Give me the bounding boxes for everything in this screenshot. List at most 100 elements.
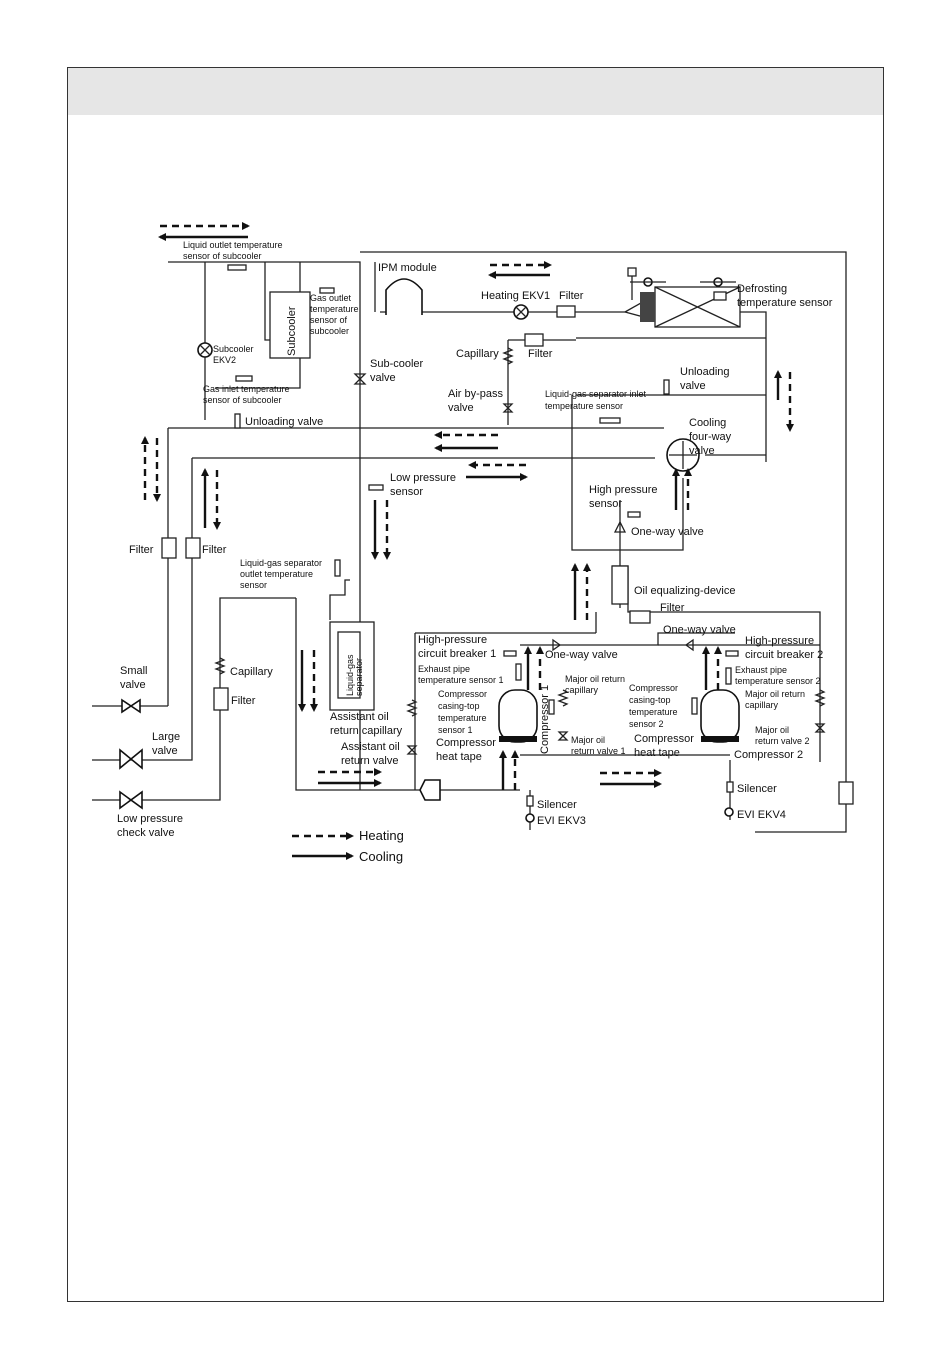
pipework xyxy=(92,251,847,833)
assistant-cap-label-1: Assistant oil xyxy=(330,711,389,723)
low-pressure-sensor-label-1: Low pressure xyxy=(390,472,456,484)
heating-ekv1-label: Heating EKV1 xyxy=(481,290,550,302)
compressor2-shape xyxy=(700,689,740,743)
large-valve-label-1: Large xyxy=(152,731,180,743)
major-oil-cap2-label-2: capillary xyxy=(745,700,779,710)
condenser-shape xyxy=(624,267,741,328)
lgs-outlet-sensor-shape xyxy=(334,559,341,577)
flow-arrows xyxy=(141,222,794,790)
cooling-four-way-label-3: valve xyxy=(689,445,715,457)
filter-left1-shape xyxy=(161,537,177,559)
capillary-top-label: Capillary xyxy=(456,348,499,360)
casing-top1-shape xyxy=(548,699,555,715)
one-way-valve-mid-shape xyxy=(684,638,694,652)
one-way-valve-mid-label: One-way valve xyxy=(663,624,736,636)
assistant-valve-shape xyxy=(406,745,418,755)
header-band xyxy=(68,68,883,115)
gas-outlet-sensor-label-2: temperature xyxy=(310,304,359,314)
compressor2-label: Compressor 2 xyxy=(734,749,803,761)
major-oil-cap2-label-1: Major oil return xyxy=(745,689,805,699)
one-way-valve-low-label: One-way valve xyxy=(545,649,618,661)
suction-connector-shape xyxy=(419,779,441,801)
filter-left2-label: Filter xyxy=(202,544,227,556)
lgs-outlet-sensor-label-1: Liquid-gas separator xyxy=(240,558,322,568)
gas-inlet-sensor-label-1: Gas inlet temperature xyxy=(203,384,290,394)
unloading-valve-right-label-2: valve xyxy=(680,380,706,392)
silencer1-label: Silencer xyxy=(537,799,577,811)
low-pressure-check-label-1: Low pressure xyxy=(117,813,183,825)
assistant-valve-label-1: Assistant oil xyxy=(341,741,400,753)
legend-heating-label: Heating xyxy=(359,828,404,843)
hp-breaker2-label-1: High-pressure xyxy=(745,635,814,647)
unloading-valve-left-label: Unloading valve xyxy=(245,416,323,428)
filter-oil-label: Filter xyxy=(660,602,685,614)
unloading-valve-right-shape xyxy=(663,379,670,395)
casing-top1-label-2: casing-top xyxy=(438,701,480,711)
air-bypass-label-2: valve xyxy=(448,402,474,414)
legend-cooling-label: Cooling xyxy=(359,849,403,864)
evi-ekv4-shape xyxy=(724,807,734,817)
lgs-inlet-sensor-shape xyxy=(599,417,621,424)
one-way-valve-top-shape xyxy=(613,520,627,533)
capillary-top-coil xyxy=(502,347,514,365)
one-way-valve-low-shape xyxy=(552,638,562,652)
exhaust2-label-1: Exhaust pipe xyxy=(735,665,787,675)
gas-outlet-sensor-label-3: sensor of xyxy=(310,315,348,325)
major-oil-valve1-label-1: Major oil xyxy=(571,735,605,745)
subcooler-ekv2-valve xyxy=(197,342,213,358)
gas-inlet-sensor-shape xyxy=(235,375,253,382)
liquid-gas-separator-label-2: separator xyxy=(354,658,364,696)
liquid-outlet-sensor-label-1: Liquid outlet temperature xyxy=(183,240,283,250)
exhaust1-label-1: Exhaust pipe xyxy=(418,664,470,674)
air-bypass-valve-shape xyxy=(502,403,514,413)
diagram-labels: Liquid outlet temperature sensor of subc… xyxy=(117,240,833,839)
oil-equalizing-shape xyxy=(611,565,629,605)
lgs-inlet-sensor-label-2: temperature sensor xyxy=(545,401,623,411)
filter-left2-shape xyxy=(185,537,201,559)
small-valve-shape xyxy=(121,698,141,714)
capillary-left-coil xyxy=(214,657,226,675)
small-valve-label-2: valve xyxy=(120,679,146,691)
small-valve-label-1: Small xyxy=(120,665,148,677)
heat-tape1-label-1: Compressor xyxy=(436,737,496,749)
capillary-left-label: Capillary xyxy=(230,666,273,678)
liquid-gas-separator-label-1: Liquid-gas xyxy=(345,654,355,696)
filter-cap-shape xyxy=(524,333,544,347)
sub-cooler-valve-label-2: valve xyxy=(370,372,396,384)
filter-top-shape xyxy=(556,305,576,318)
major-oil-cap2-coil xyxy=(814,689,826,707)
filter-left3-label: Filter xyxy=(231,695,256,707)
unloading-valve-left-shape xyxy=(234,413,241,429)
filter-oil-shape xyxy=(629,610,651,624)
casing-top2-label-2: casing-top xyxy=(629,695,671,705)
lgs-outlet-sensor-label-2: outlet temperature xyxy=(240,569,313,579)
cooling-four-way-label-1: Cooling xyxy=(689,417,726,429)
gas-outlet-sensor-label-4: subcooler xyxy=(310,326,349,336)
hp-breaker1-label-2: circuit breaker 1 xyxy=(418,648,496,660)
gas-inlet-sensor-label-2: sensor of subcooler xyxy=(203,395,282,405)
heat-tape2-label-1: Compressor xyxy=(634,733,694,745)
exhaust1-shape xyxy=(515,663,522,681)
hp-breaker2-shape xyxy=(725,650,739,657)
filter-left3-shape xyxy=(213,687,229,711)
lgs-inlet-sensor-label-1: Liquid-gas separator inlet xyxy=(545,389,647,399)
low-pressure-check-label-2: check valve xyxy=(117,827,174,839)
major-oil-valve2-label-1: Major oil xyxy=(755,725,789,735)
casing-top2-shape xyxy=(691,697,698,715)
casing-top1-label-3: temperature xyxy=(438,713,487,723)
defrost-sensor-label-1: Defrosting xyxy=(737,283,787,295)
low-pressure-sensor-shape xyxy=(368,484,384,491)
major-oil-valve1-label-2: return valve 1 xyxy=(571,746,626,756)
hp-breaker1-shape xyxy=(503,650,517,657)
large-valve-shape xyxy=(119,748,143,770)
lgs-outlet-sensor-label-3: sensor xyxy=(240,580,267,590)
gas-outlet-sensor-label-1: Gas outlet xyxy=(310,293,352,303)
low-pressure-sensor-label-2: sensor xyxy=(390,486,423,498)
subcooler-ekv2-label-2: EKV2 xyxy=(213,355,236,365)
evi-ekv3-label: EVI EKV3 xyxy=(537,815,586,827)
assistant-cap-label-2: return capillary xyxy=(330,725,403,737)
high-pressure-sensor-shape xyxy=(627,511,641,518)
filter-right-shape xyxy=(838,781,854,805)
subcooler-label: Subcooler xyxy=(286,306,298,356)
hp-breaker1-label-1: High-pressure xyxy=(418,634,487,646)
